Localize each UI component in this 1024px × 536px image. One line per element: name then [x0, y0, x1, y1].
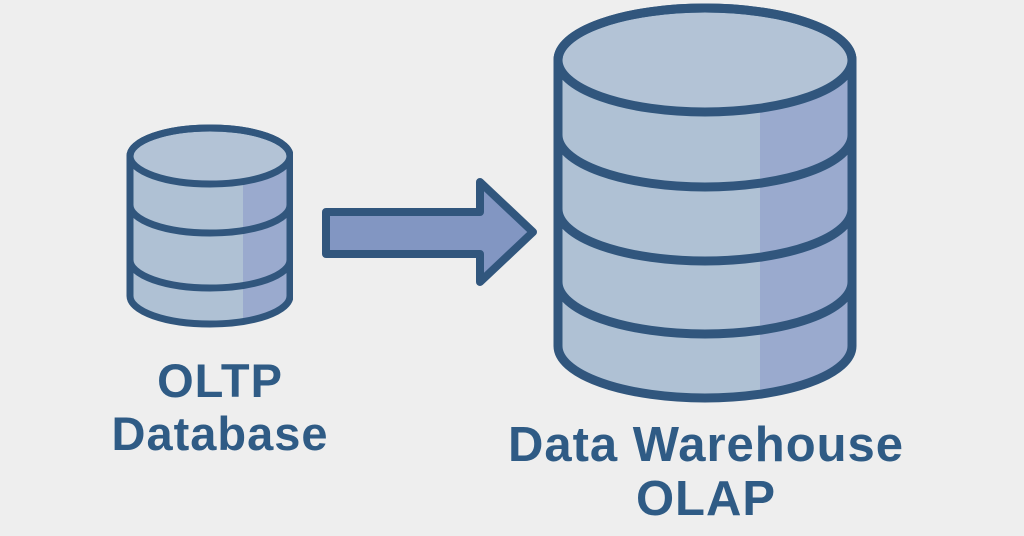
cylinder-outline	[553, 3, 857, 403]
data-warehouse-label: Data Warehouse OLAP	[446, 418, 966, 526]
warehouse-label-line1: Data Warehouse	[507, 418, 905, 472]
oltp-database-icon	[126, 124, 293, 328]
cylinder-divider	[126, 204, 293, 237]
flow-arrow-icon	[322, 178, 537, 286]
oltp-label-line1: OLTP	[157, 354, 283, 407]
cylinder-divider	[553, 208, 857, 266]
oltp-database-label: OLTP Database	[40, 354, 400, 460]
cylinder-outline	[126, 124, 293, 328]
cylinder-divider	[126, 259, 293, 292]
data-warehouse-icon	[553, 3, 857, 403]
arrow-shape	[322, 178, 537, 286]
warehouse-label-line2: OLAP	[635, 472, 777, 526]
oltp-label-line2: Database	[111, 407, 329, 460]
cylinder-divider	[553, 281, 857, 339]
cylinder-divider	[553, 134, 857, 192]
